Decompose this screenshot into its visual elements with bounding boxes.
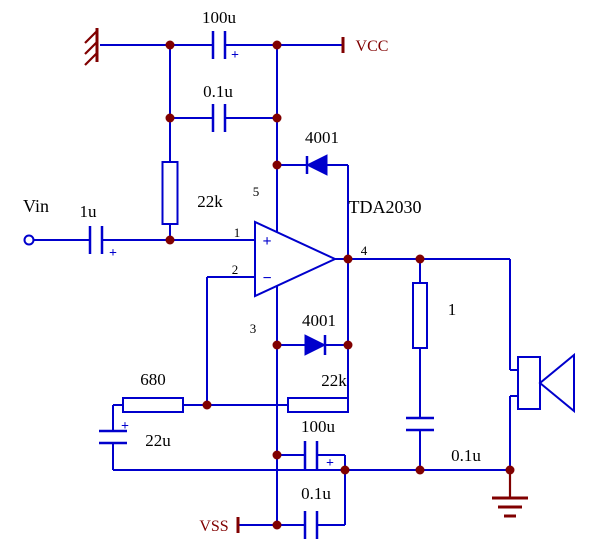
capacitor-plates <box>88 31 434 539</box>
polarity-c-vcc-bulk: + <box>231 48 239 63</box>
label-c-vss-bypass: 0.1u <box>301 484 331 503</box>
pin-5-label: 5 <box>253 184 260 199</box>
label-c-input: 1u <box>80 202 98 221</box>
input-terminal <box>23 234 35 246</box>
diode-bottom <box>304 334 327 356</box>
label-diode-bottom: 4001 <box>302 311 336 330</box>
opamp-noninverting-mark: + <box>262 233 271 250</box>
resistor-zobel-1 <box>412 282 428 349</box>
label-c-gain: 22u <box>145 431 171 450</box>
pin-2-label: 2 <box>232 262 239 277</box>
label-r-gain: 680 <box>140 370 166 389</box>
pin-4-label: 4 <box>361 243 368 258</box>
pin-1-label: 1 <box>234 225 241 240</box>
opamp-triangle <box>254 220 338 298</box>
label-c-vcc-bypass: 0.1u <box>203 82 233 101</box>
opamp-inverting-mark: − <box>262 270 271 287</box>
polarity-c-vss-bulk: + <box>326 456 334 471</box>
speaker-symbol <box>517 352 575 414</box>
earth-ground-top <box>84 28 99 66</box>
earth-ground-bottom <box>492 472 528 518</box>
pin-3-label: 3 <box>250 321 257 336</box>
polarity-c-input: + <box>109 246 117 261</box>
label-r-zobel: 1 <box>448 300 457 319</box>
label-r-input-bias: 22k <box>197 192 223 211</box>
label-diode-top: 4001 <box>305 128 339 147</box>
resistor-gain-680 <box>122 397 184 413</box>
label-c-zobel: 0.1u <box>451 446 481 465</box>
diode-top <box>305 154 328 176</box>
label-ic: TDA2030 <box>349 197 422 217</box>
resistor-feedback-22k <box>287 397 349 413</box>
label-c-vcc-bulk: 100u <box>202 8 237 27</box>
label-vin: Vin <box>23 196 49 216</box>
resistor-input-bias <box>161 161 179 225</box>
label-vss: VSS <box>199 518 228 535</box>
polarity-c-gain: + <box>121 419 129 434</box>
label-r-feedback: 22k <box>321 371 347 390</box>
junction-dots <box>165 40 515 530</box>
label-c-vss-bulk: 100u <box>301 417 336 436</box>
label-vcc: VCC <box>356 38 389 55</box>
